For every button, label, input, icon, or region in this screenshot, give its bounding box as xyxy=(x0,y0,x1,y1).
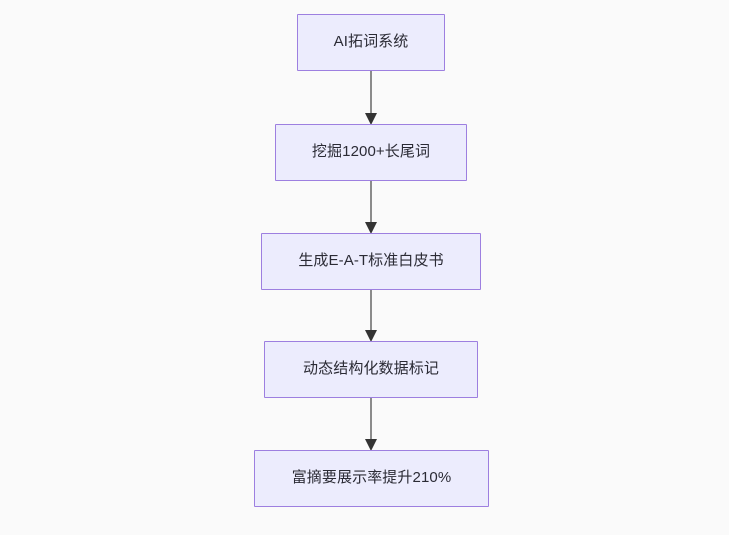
edge-n2-to-n3 xyxy=(365,179,377,234)
flow-node-label: 动态结构化数据标记 xyxy=(303,360,439,378)
flow-node-label: 挖掘1200+长尾词 xyxy=(311,143,431,161)
flow-node-label: 生成E-A-T标准白皮书 xyxy=(298,252,444,270)
flow-node-label: 富摘要展示率提升210% xyxy=(291,469,452,487)
flow-node-generate-eat-whitepaper[interactable]: 生成E-A-T标准白皮书 xyxy=(261,233,481,290)
flow-node-dynamic-structured-data-markup[interactable]: 动态结构化数据标记 xyxy=(264,341,478,398)
edge-n1-to-n2 xyxy=(365,69,377,125)
edge-n3-to-n4 xyxy=(365,288,377,342)
edge-n4-to-n5 xyxy=(365,396,377,451)
flow-node-label: AI拓词系统 xyxy=(333,33,409,51)
flow-node-mine-longtail-keywords[interactable]: 挖掘1200+长尾词 xyxy=(275,124,467,181)
flow-node-rich-snippet-impression-uplift[interactable]: 富摘要展示率提升210% xyxy=(254,450,489,507)
flow-node-ai-keyword-system[interactable]: AI拓词系统 xyxy=(297,14,445,71)
